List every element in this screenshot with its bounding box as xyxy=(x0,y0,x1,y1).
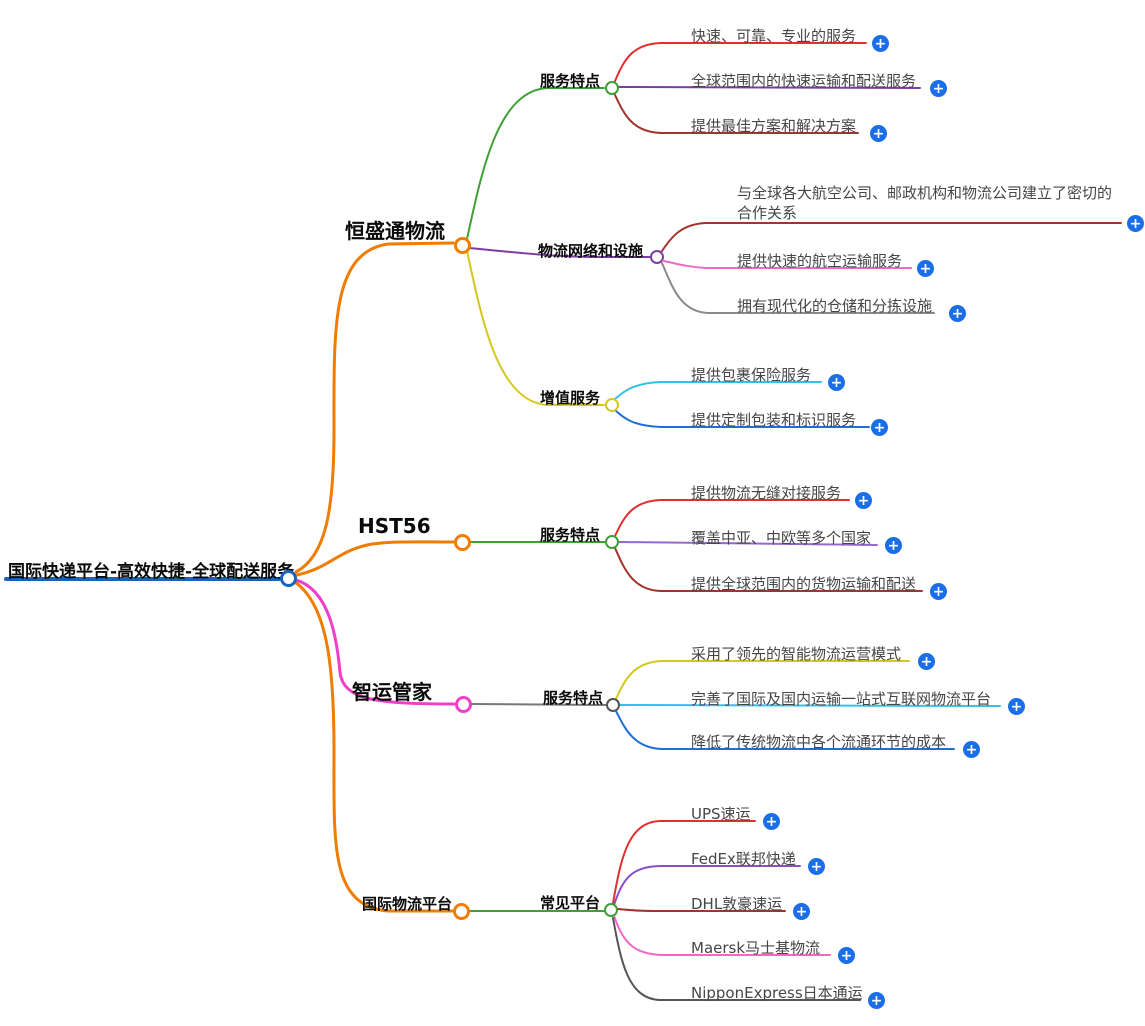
expand-plus-button[interactable]: + xyxy=(793,903,810,920)
expand-plus-button[interactable]: + xyxy=(930,80,947,97)
leaf-text[interactable]: FedEx联邦快递 xyxy=(691,850,796,868)
expand-plus-button[interactable]: + xyxy=(868,992,885,1009)
leaf-text[interactable]: 提供最佳方案和解决方案 xyxy=(691,117,857,135)
subtopic-service-features-1[interactable]: 服务特点 xyxy=(540,72,601,90)
leaf-text[interactable]: DHL敦豪速运 xyxy=(691,895,783,913)
leaf-text[interactable]: 全球范围内的快速运输和配送服务 xyxy=(691,72,917,90)
expand-plus-button[interactable]: + xyxy=(930,583,947,600)
expand-plus-button[interactable]: + xyxy=(872,35,889,52)
leaf-text[interactable]: 提供物流无缝对接服务 xyxy=(691,484,842,502)
subtopic-node-toggle[interactable] xyxy=(605,398,619,412)
expand-plus-button[interactable]: + xyxy=(855,492,872,509)
root-topic[interactable]: 国际快递平台-高效快捷-全球配送服务 xyxy=(8,562,295,582)
expand-plus-button[interactable]: + xyxy=(838,947,855,964)
subtopic-value-added-services[interactable]: 增值服务 xyxy=(540,389,601,407)
subtopic-logistics-network[interactable]: 物流网络和设施 xyxy=(538,242,644,260)
expand-plus-button[interactable]: + xyxy=(885,537,902,554)
expand-plus-button[interactable]: + xyxy=(1008,698,1025,715)
branch-node-toggle[interactable] xyxy=(455,696,472,713)
leaf-text[interactable]: 提供全球范围内的货物运输和配送 xyxy=(691,575,917,593)
branch-topic-hengshengtong[interactable]: 恒盛通物流 xyxy=(345,219,445,243)
leaf-text[interactable]: 提供快速的航空运输服务 xyxy=(737,252,903,270)
subtopic-service-features-3[interactable]: 服务特点 xyxy=(543,689,604,707)
expand-plus-button[interactable]: + xyxy=(870,125,887,142)
expand-plus-button[interactable]: + xyxy=(917,260,934,277)
expand-plus-button[interactable]: + xyxy=(828,374,845,391)
subtopic-node-toggle[interactable] xyxy=(604,903,618,917)
leaf-text[interactable]: 完善了国际及国内运输一站式互联网物流平台 xyxy=(691,690,992,708)
leaf-text[interactable]: NipponExpress日本通运 xyxy=(691,984,863,1002)
branch-topic-hst56[interactable]: HST56 xyxy=(358,514,431,538)
expand-plus-button[interactable]: + xyxy=(871,419,888,436)
subtopic-service-features-2[interactable]: 服务特点 xyxy=(540,526,601,544)
expand-plus-button[interactable]: + xyxy=(1127,215,1144,232)
branch-topic-intl-logistics-platform[interactable]: 国际物流平台 xyxy=(362,895,453,913)
leaf-text[interactable]: 采用了领先的智能物流运营模式 xyxy=(691,645,902,663)
branch-topic-zhiyunguanjia[interactable]: 智运管家 xyxy=(352,680,432,704)
branch-node-toggle[interactable] xyxy=(454,237,471,254)
subtopic-node-toggle[interactable] xyxy=(605,81,619,95)
branch-node-toggle[interactable] xyxy=(454,534,471,551)
leaf-text[interactable]: 降低了传统物流中各个流通环节的成本 xyxy=(691,733,947,751)
branch-node-toggle[interactable] xyxy=(453,903,470,920)
leaf-text[interactable]: 提供包裹保险服务 xyxy=(691,366,812,384)
leaf-text[interactable]: 提供定制包装和标识服务 xyxy=(691,411,857,429)
expand-plus-button[interactable]: + xyxy=(963,741,980,758)
expand-plus-button[interactable]: + xyxy=(918,653,935,670)
expand-plus-button[interactable]: + xyxy=(808,858,825,875)
subtopic-node-toggle[interactable] xyxy=(605,535,619,549)
expand-plus-button[interactable]: + xyxy=(763,813,780,830)
expand-plus-button[interactable]: + xyxy=(949,305,966,322)
subtopic-node-toggle[interactable] xyxy=(606,698,620,712)
subtopic-node-toggle[interactable] xyxy=(650,250,664,264)
root-node-toggle[interactable] xyxy=(280,570,297,587)
leaf-text[interactable]: 覆盖中亚、中欧等多个国家 xyxy=(691,529,872,547)
leaf-text[interactable]: 快速、可靠、专业的服务 xyxy=(691,27,857,45)
leaf-text[interactable]: 与全球各大航空公司、邮政机构和物流公司建立了密切的 合作关系 xyxy=(737,184,1113,222)
leaf-text[interactable]: Maersk马士基物流 xyxy=(691,939,821,957)
leaf-text[interactable]: 拥有现代化的仓储和分拣设施 xyxy=(737,297,933,315)
leaf-text[interactable]: UPS速运 xyxy=(691,805,751,823)
subtopic-common-platforms[interactable]: 常见平台 xyxy=(540,894,601,912)
